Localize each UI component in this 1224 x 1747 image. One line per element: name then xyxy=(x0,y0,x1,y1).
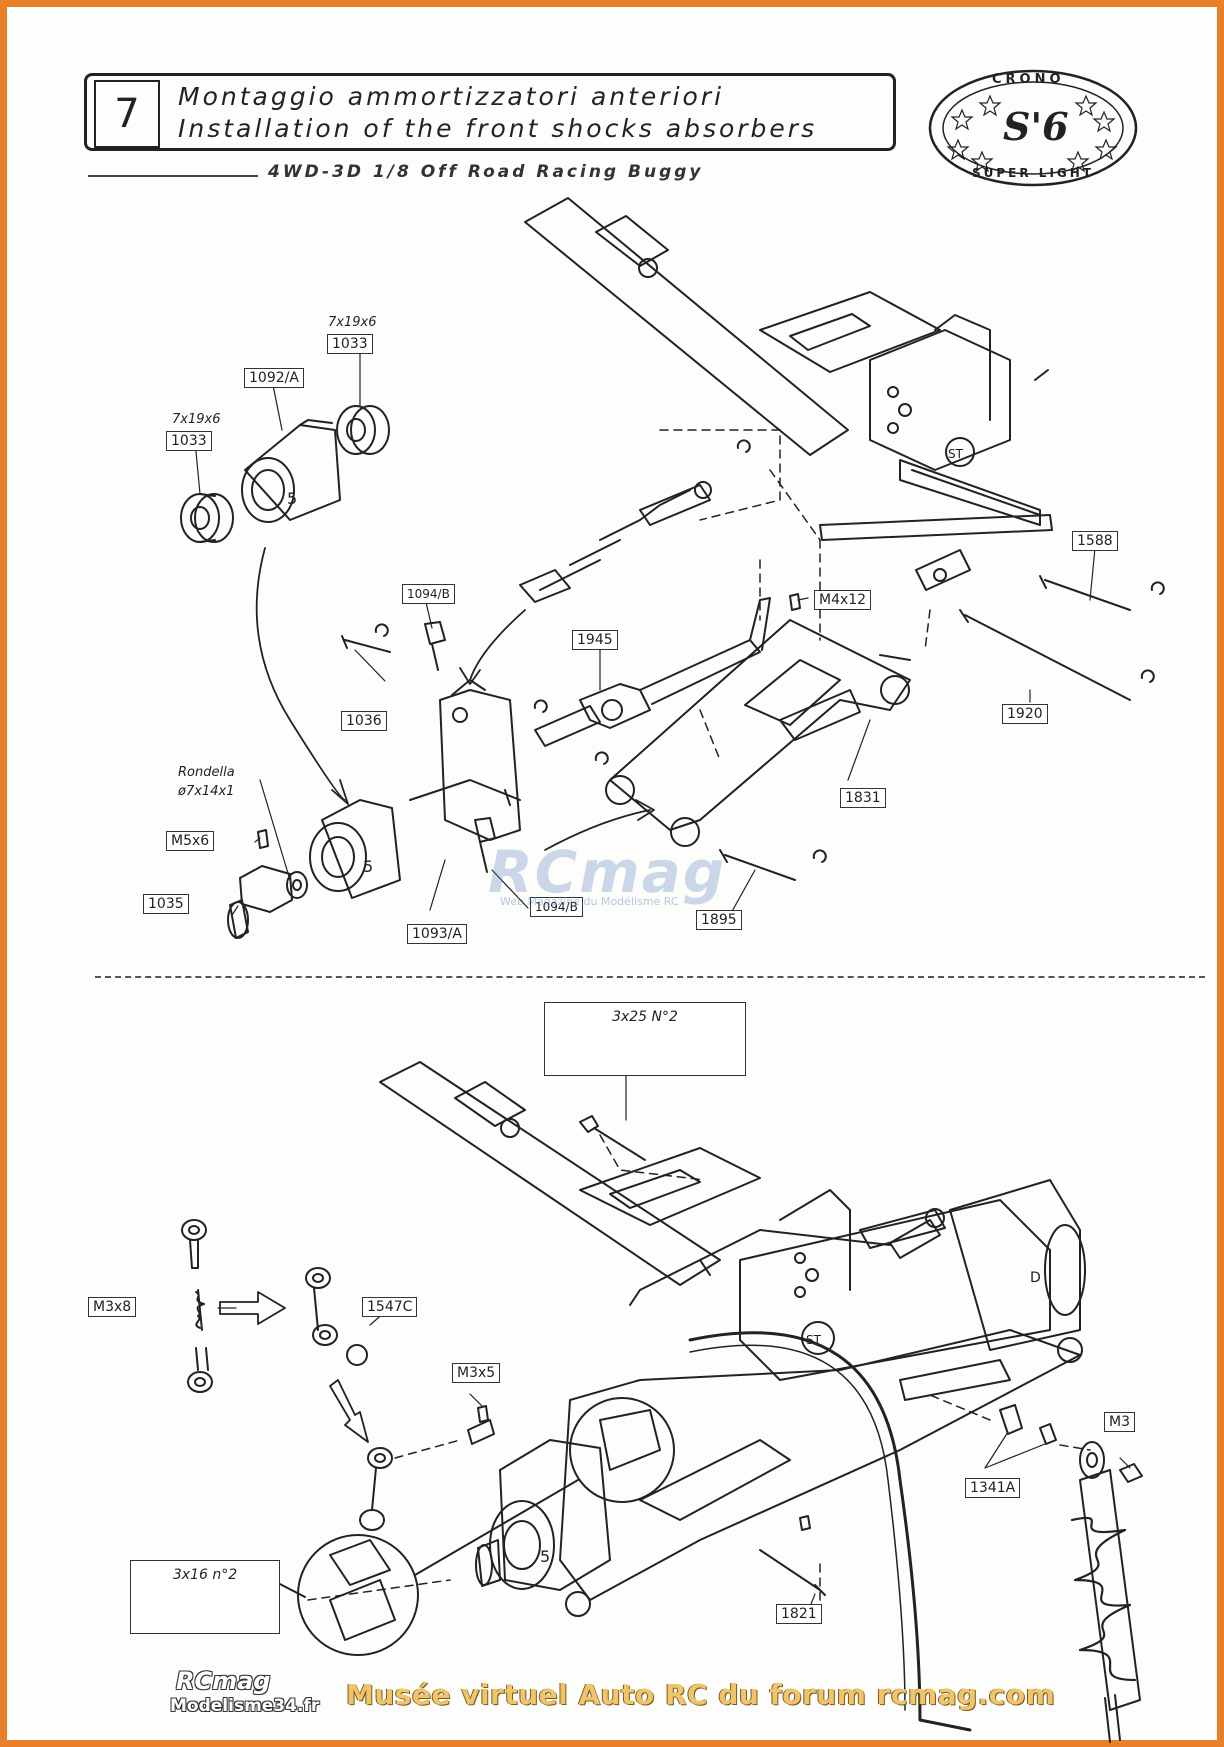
arrow-arm xyxy=(544,809,651,851)
footer-logo-sub: Modelisme34.fr xyxy=(170,1696,320,1716)
nut-1035 xyxy=(227,865,293,939)
spec-7x19x6-right: 7x19x6 xyxy=(328,315,377,330)
washer xyxy=(286,871,308,899)
clip-c xyxy=(1150,581,1165,595)
screw-3x25-installed xyxy=(579,1115,646,1161)
title-italian: Montaggio ammortizzatori anteriori xyxy=(178,82,725,111)
screw-3x16-box: 3x16 n°2 xyxy=(130,1560,280,1634)
label-1831: 1831 xyxy=(840,788,886,808)
top-turnbuckle xyxy=(519,481,712,603)
hub-assembled: 5 xyxy=(309,799,401,899)
label-1035: 1035 xyxy=(143,894,189,914)
svg-text:5: 5 xyxy=(363,857,373,876)
footer-banner: Musée virtuel Auto RC du forum rcmag.com xyxy=(346,1678,1056,1711)
title-english: Installation of the front shocks absorbe… xyxy=(178,114,818,143)
svg-text:5: 5 xyxy=(287,489,297,508)
screw-1094b-lower xyxy=(474,817,496,873)
label-1094b-lower: 1094/B xyxy=(530,897,583,917)
label-m4x12: M4x12 xyxy=(814,590,872,610)
pin-1920 xyxy=(959,609,1131,701)
bottom-hub-assembly: 5 xyxy=(475,1439,611,1591)
arrow-down-diag xyxy=(329,1379,369,1443)
zoom-circle-lower xyxy=(297,1534,419,1656)
watermark-tagline: Web Magazine du Modélisme RC xyxy=(500,895,679,908)
pin-1036 xyxy=(341,635,391,653)
label-1547c: 1547C xyxy=(362,1297,418,1317)
pin-1895 xyxy=(719,849,796,881)
label-1341a: 1341A xyxy=(965,1478,1021,1498)
logo-center-text: S'6 xyxy=(1003,104,1069,149)
pin-1588 xyxy=(1039,575,1131,611)
label-1033-left: 1033 xyxy=(166,431,212,451)
bottom-chassis: ST D xyxy=(739,1179,1086,1401)
arrow-right xyxy=(219,1291,286,1325)
top-lower-arm xyxy=(605,619,911,847)
label-1092a: 1092/A xyxy=(244,368,304,388)
grub-small xyxy=(799,1515,811,1531)
label-1033-right: 1033 xyxy=(327,334,373,354)
clip-e xyxy=(812,849,827,863)
label-1821: 1821 xyxy=(776,1604,822,1624)
svg-text:ST: ST xyxy=(948,447,964,461)
svg-text:5: 5 xyxy=(540,1547,550,1566)
bottom-turnbuckle xyxy=(629,1219,941,1306)
clip-d xyxy=(1140,669,1155,683)
bearing-left xyxy=(180,493,234,543)
subtitle-rule xyxy=(88,175,258,177)
label-1588: 1588 xyxy=(1072,531,1118,551)
logo-top-text: CRONO xyxy=(992,72,1065,87)
steering-cable xyxy=(688,1331,972,1732)
hub-1092a: 5 xyxy=(241,419,341,523)
label-m3x8: M3x8 xyxy=(88,1297,137,1317)
arrow-turnbuckle-down xyxy=(469,609,526,681)
clip-b xyxy=(533,699,548,713)
zoom-circle-upper xyxy=(569,1397,675,1503)
arrow-hub-curve xyxy=(255,547,346,801)
step-number: 7 xyxy=(94,80,160,148)
screw-3x16-label: 3x16 n°2 xyxy=(172,1567,238,1583)
label-1094b-upper: 1094/B xyxy=(402,584,455,604)
clip-a xyxy=(374,623,389,637)
clip-g xyxy=(594,751,609,765)
screw-3x25-box: 3x25 N°2 xyxy=(544,1002,746,1076)
nut-m3-part xyxy=(1119,1463,1143,1483)
label-m3x5: M3x5 xyxy=(452,1363,501,1383)
bushing-1341a xyxy=(999,1404,1057,1445)
m3x5-grub xyxy=(477,1405,489,1423)
bottom-lower-arm xyxy=(559,1329,1083,1617)
section-divider xyxy=(95,976,1205,978)
footer-logo-rcmag: RCmag xyxy=(176,1667,271,1695)
shock-absorber xyxy=(1070,1441,1141,1743)
screw-m4x12 xyxy=(789,593,801,611)
label-1093a: 1093/A xyxy=(407,924,467,944)
screw-3x25-label: 3x25 N°2 xyxy=(612,1009,678,1025)
label-m5x6: M5x6 xyxy=(166,831,215,851)
label-1945: 1945 xyxy=(572,630,618,650)
screw-1094b-upper xyxy=(424,621,446,671)
bottom-brace-plate xyxy=(379,1061,761,1286)
label-1895: 1895 xyxy=(696,910,742,930)
spec-7x19x6-left: 7x19x6 xyxy=(172,412,221,427)
bearing-right xyxy=(336,405,390,455)
carrier-1093a xyxy=(409,679,521,841)
label-1920: 1920 xyxy=(1002,704,1048,724)
clip-f xyxy=(736,439,751,453)
title-box xyxy=(84,73,896,151)
top-bulkhead: ST xyxy=(819,314,1053,591)
ballends-group xyxy=(181,1219,495,1531)
svg-text:D: D xyxy=(1030,1270,1041,1286)
pin-1821 xyxy=(759,1549,826,1596)
washer-label: Rondella xyxy=(178,765,235,780)
washer-spec: ø7x14x1 xyxy=(178,784,235,799)
top-driveshaft xyxy=(534,597,771,747)
label-1036: 1036 xyxy=(341,711,387,731)
watermark-brand: RCmag xyxy=(488,838,727,906)
grub-m5x6 xyxy=(257,829,269,849)
top-brace-plate xyxy=(524,197,941,456)
subtitle: 4WD-3D 1/8 Off Road Racing Buggy xyxy=(268,162,704,182)
label-m3: M3 xyxy=(1104,1412,1135,1432)
logo-bottom-text: SUPER LIGHT xyxy=(972,166,1094,180)
